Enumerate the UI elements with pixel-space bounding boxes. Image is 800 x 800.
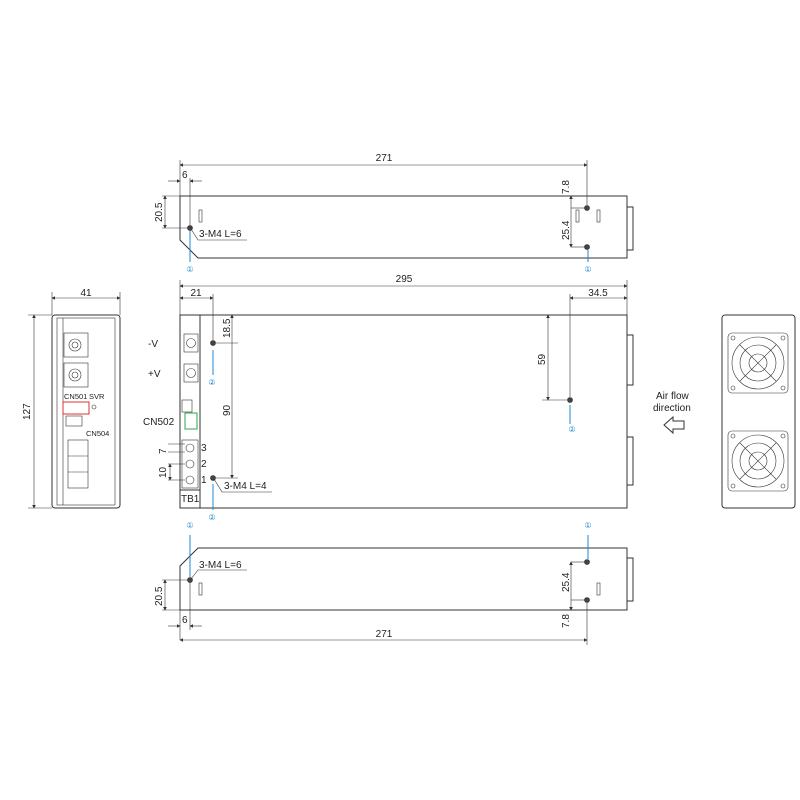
tb-pin: 1 (201, 475, 207, 486)
label-svr: SVR (89, 392, 105, 401)
marker-2: ② (568, 425, 575, 434)
dim-34-5: 34.5 (588, 288, 608, 299)
dim-10: 10 (158, 466, 169, 478)
top-view: 271 6 20.5 7.8 25.4 3-M4 L=6 ① ① (154, 153, 634, 274)
side-view-outline (51, 314, 121, 509)
dim-6: 6 (182, 615, 188, 626)
mount-hole (584, 205, 590, 211)
dim-20-5: 20.5 (154, 586, 165, 606)
label-neg: -V (148, 339, 158, 350)
dim-271: 271 (376, 153, 393, 164)
marker-1: ① (186, 521, 193, 530)
dim-7-8: 7.8 (561, 180, 572, 194)
marker-2: ② (208, 513, 215, 522)
terminal-pos (183, 363, 199, 383)
bottom-view-outline (179, 547, 628, 611)
dim-25-4: 25.4 (561, 572, 572, 592)
marker-1: ① (186, 265, 193, 274)
slot (596, 209, 601, 223)
screw-note: 3-M4 L=4 (224, 481, 267, 492)
dim-295: 295 (396, 274, 413, 285)
screw-note: 3-M4 L=6 (199, 229, 242, 240)
label-cn501: CN501 (64, 392, 87, 401)
front-view: -V +V CN502 3 2 1 7 10 TB1 295 21 34.5 1… (143, 274, 634, 530)
mount-hole (584, 559, 590, 565)
mount-hole (584, 597, 590, 603)
top-tab (626, 206, 634, 251)
terminal-neg (183, 333, 199, 353)
dim-7-8: 7.8 (561, 614, 572, 628)
dim-271: 271 (376, 629, 393, 640)
dim-21: 21 (190, 288, 202, 299)
fan-view (721, 314, 796, 509)
cn502-box (184, 412, 198, 430)
front-view-outline (179, 314, 628, 509)
label-pos: +V (148, 369, 161, 380)
tb-pin: 3 (201, 443, 207, 454)
tb-pin: 2 (201, 459, 207, 470)
fan-view-outline (721, 314, 796, 509)
fan-icon (727, 430, 789, 492)
mount-hole (584, 244, 590, 250)
airflow-indicator: Air flow direction (653, 391, 691, 435)
dim-25-4: 25.4 (561, 220, 572, 240)
dim-59: 59 (537, 353, 548, 365)
mount-hole (210, 340, 216, 346)
marker-1: ① (584, 265, 591, 274)
slot (198, 209, 203, 223)
arrow-left-icon (663, 415, 685, 435)
slot (575, 209, 580, 223)
dim-41: 41 (80, 288, 92, 299)
airflow-label: Air flow (656, 391, 690, 402)
bottom-view: 3-M4 L=6 20.5 6 25.4 7.8 271 (154, 535, 634, 645)
cn501-box (62, 401, 90, 415)
dim-90: 90 (222, 404, 233, 416)
label-tb1: TB1 (181, 494, 200, 505)
fan-icon (727, 332, 789, 394)
mount-hole (567, 397, 573, 403)
screw-note: 3-M4 L=6 (199, 560, 242, 571)
dim-18-5: 18.5 (222, 318, 233, 338)
label-cn502: CN502 (143, 417, 175, 428)
dim-127: 127 (22, 403, 33, 420)
airflow-label: direction (653, 403, 691, 414)
side-view: CN501 SVR CN504 41 127 (22, 288, 121, 509)
dim-6: 6 (182, 170, 188, 181)
top-view-outline (179, 195, 628, 259)
marker-1: ① (584, 521, 591, 530)
label-cn504: CN504 (86, 429, 109, 438)
marker-2: ② (208, 378, 215, 387)
dim-20-5: 20.5 (154, 202, 165, 222)
dim-7: 7 (158, 448, 169, 454)
